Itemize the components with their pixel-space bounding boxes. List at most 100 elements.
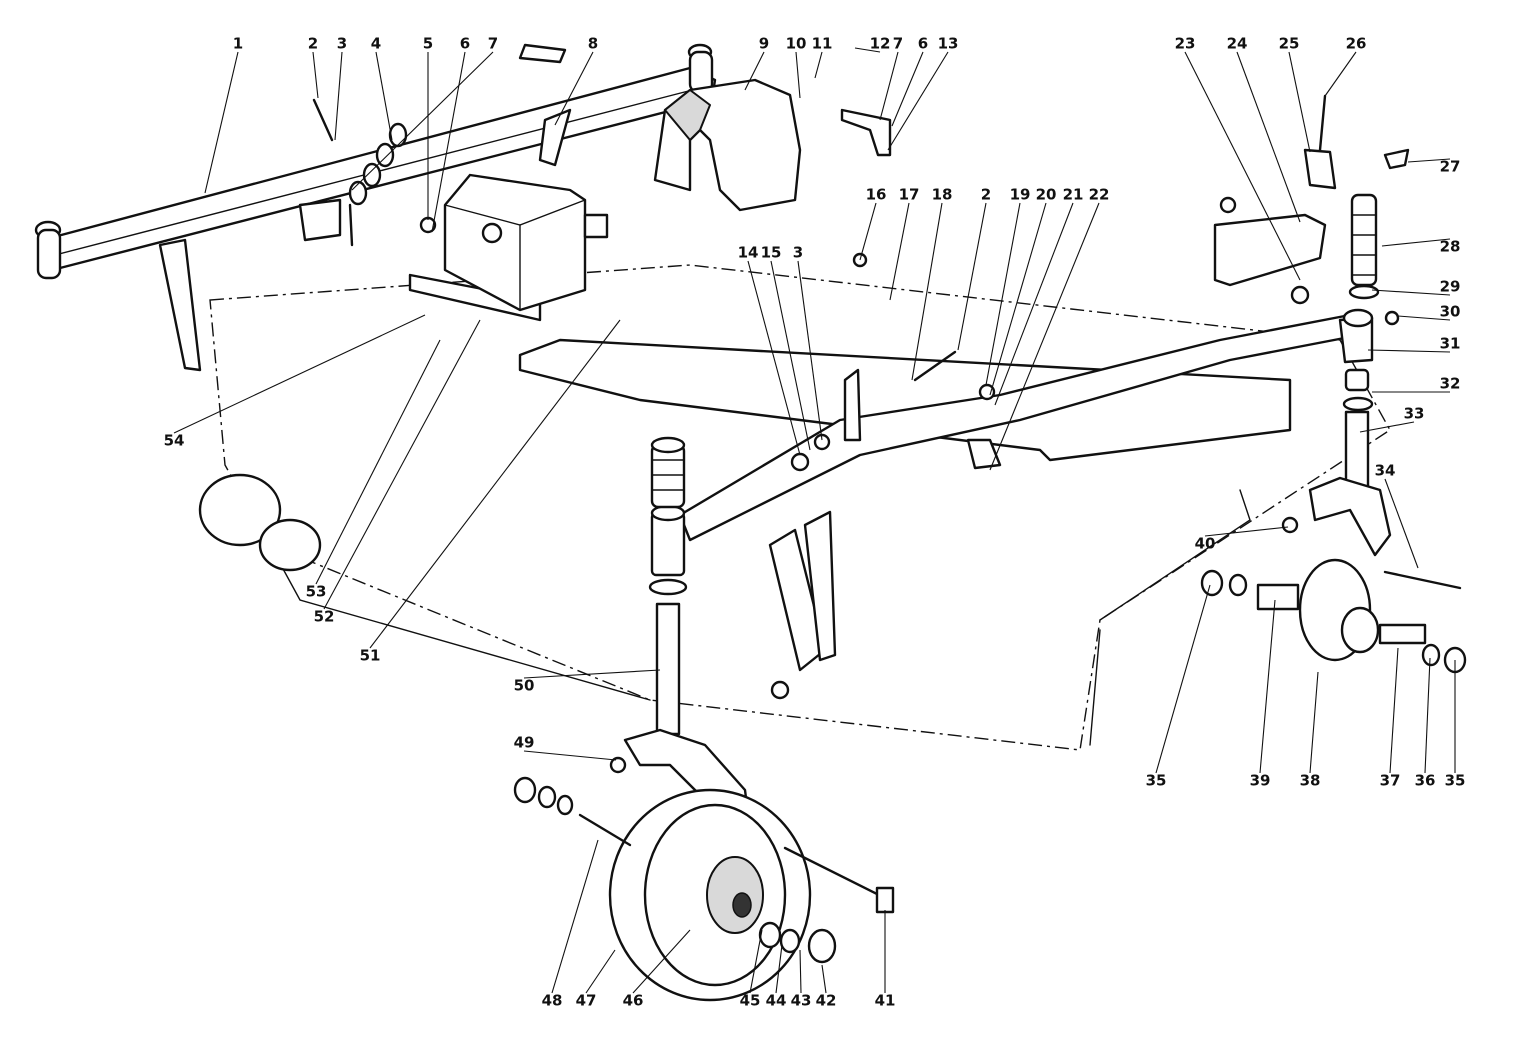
callout-leader-46 xyxy=(632,929,691,994)
callout-label-29: 29 xyxy=(1440,278,1461,296)
callout-label-17: 17 xyxy=(899,186,920,204)
callout-label-48: 48 xyxy=(542,992,563,1010)
callout-leader-30 xyxy=(1397,315,1451,321)
left-wheel xyxy=(513,776,895,1002)
callout-label-16: 16 xyxy=(866,186,887,204)
callout-leader-15 xyxy=(770,260,811,451)
callout-label-2: 2 xyxy=(308,35,318,53)
callout-leader-14 xyxy=(747,260,801,456)
callout-label-6: 6 xyxy=(460,35,470,53)
callout-leader-29 xyxy=(1371,289,1451,296)
callout-leader-19 xyxy=(985,202,1021,386)
callout-label-24: 24 xyxy=(1227,35,1248,53)
callout-label-54: 54 xyxy=(164,432,185,450)
callout-label-37: 37 xyxy=(1380,772,1401,790)
callout-leader-37 xyxy=(1389,647,1399,774)
callout-label-26: 26 xyxy=(1346,35,1367,53)
callout-leader-12 xyxy=(854,47,881,53)
callout-label-4: 4 xyxy=(371,35,381,53)
callout-label-2: 2 xyxy=(981,186,991,204)
callout-leader-9 xyxy=(744,51,765,91)
callout-leader-48 xyxy=(551,839,599,994)
callout-leader-11 xyxy=(814,51,823,79)
callout-leader-51 xyxy=(369,319,621,649)
callout-leader-35 xyxy=(1155,584,1211,774)
callout-label-9: 9 xyxy=(759,35,769,53)
front-axle-frame xyxy=(678,308,1374,672)
callout-label-31: 31 xyxy=(1440,335,1461,353)
callout-label-32: 32 xyxy=(1440,375,1461,393)
callout-leader-21 xyxy=(994,202,1074,406)
callout-leader-1 xyxy=(204,51,239,194)
callout-leader-4 xyxy=(375,51,393,141)
callout-label-38: 38 xyxy=(1300,772,1321,790)
callout-label-49: 49 xyxy=(514,734,535,752)
callout-leader-7 xyxy=(351,51,494,191)
callout-label-18: 18 xyxy=(932,186,953,204)
callout-label-10: 10 xyxy=(786,35,807,53)
callout-label-3: 3 xyxy=(337,35,347,53)
callout-leader-39 xyxy=(1259,599,1276,774)
callout-label-43: 43 xyxy=(791,992,812,1010)
callout-leader-13 xyxy=(887,51,949,151)
callout-leader-18 xyxy=(911,202,943,381)
callout-leader-33 xyxy=(1359,421,1415,433)
callout-label-30: 30 xyxy=(1440,303,1461,321)
callout-leader-44 xyxy=(775,944,783,994)
callout-leader-6 xyxy=(431,51,466,233)
callout-leader-2 xyxy=(312,51,319,99)
callout-leader-47 xyxy=(585,949,616,994)
callout-label-14: 14 xyxy=(738,244,759,262)
callout-label-19: 19 xyxy=(1010,186,1031,204)
callout-leader-42 xyxy=(821,964,827,994)
callout-leader-20 xyxy=(989,202,1047,396)
brackets xyxy=(518,43,1410,287)
callout-label-33: 33 xyxy=(1404,405,1425,423)
callout-leader-23 xyxy=(1184,51,1301,281)
callout-leader-8 xyxy=(554,51,594,126)
callout-label-20: 20 xyxy=(1036,186,1057,204)
callout-label-46: 46 xyxy=(623,992,644,1010)
callout-label-15: 15 xyxy=(761,244,782,262)
callout-label-21: 21 xyxy=(1063,186,1084,204)
callout-leader-24 xyxy=(1236,51,1301,223)
callout-label-41: 41 xyxy=(875,992,896,1010)
callout-leader-36 xyxy=(1424,657,1431,774)
callout-label-52: 52 xyxy=(314,608,335,626)
callout-leader-7 xyxy=(879,51,899,121)
callout-label-44: 44 xyxy=(766,992,787,1010)
callout-label-53: 53 xyxy=(306,583,327,601)
callout-label-39: 39 xyxy=(1250,772,1271,790)
callout-leader-40 xyxy=(1204,526,1289,537)
callout-leader-28 xyxy=(1381,238,1451,247)
callout-label-47: 47 xyxy=(576,992,597,1010)
callout-label-35: 35 xyxy=(1146,772,1167,790)
callout-label-51: 51 xyxy=(360,647,381,665)
callout-leader-6 xyxy=(891,51,924,127)
callout-leader-43 xyxy=(799,949,802,994)
callout-label-5: 5 xyxy=(423,35,433,53)
callout-leader-54 xyxy=(173,314,426,434)
callout-label-7: 7 xyxy=(893,35,903,53)
callout-leader-31 xyxy=(1367,349,1451,353)
callout-leader-49 xyxy=(523,750,617,761)
callout-leader-3 xyxy=(797,260,823,441)
callout-label-13: 13 xyxy=(938,35,959,53)
callout-leader-53 xyxy=(315,339,441,585)
callout-label-28: 28 xyxy=(1440,238,1461,256)
callout-leader-2 xyxy=(957,202,987,351)
callout-label-12: 12 xyxy=(870,35,891,53)
gearbox xyxy=(408,173,609,322)
callout-label-3: 3 xyxy=(793,244,803,262)
callout-label-35: 35 xyxy=(1445,772,1466,790)
callout-label-27: 27 xyxy=(1440,158,1461,176)
callout-leader-25 xyxy=(1288,51,1311,153)
callout-leader-34 xyxy=(1384,478,1419,569)
callout-label-6: 6 xyxy=(918,35,928,53)
callout-leader-26 xyxy=(1324,51,1357,97)
callout-leader-45 xyxy=(749,929,763,994)
callout-leader-10 xyxy=(795,51,801,99)
callout-leader-17 xyxy=(889,202,910,301)
